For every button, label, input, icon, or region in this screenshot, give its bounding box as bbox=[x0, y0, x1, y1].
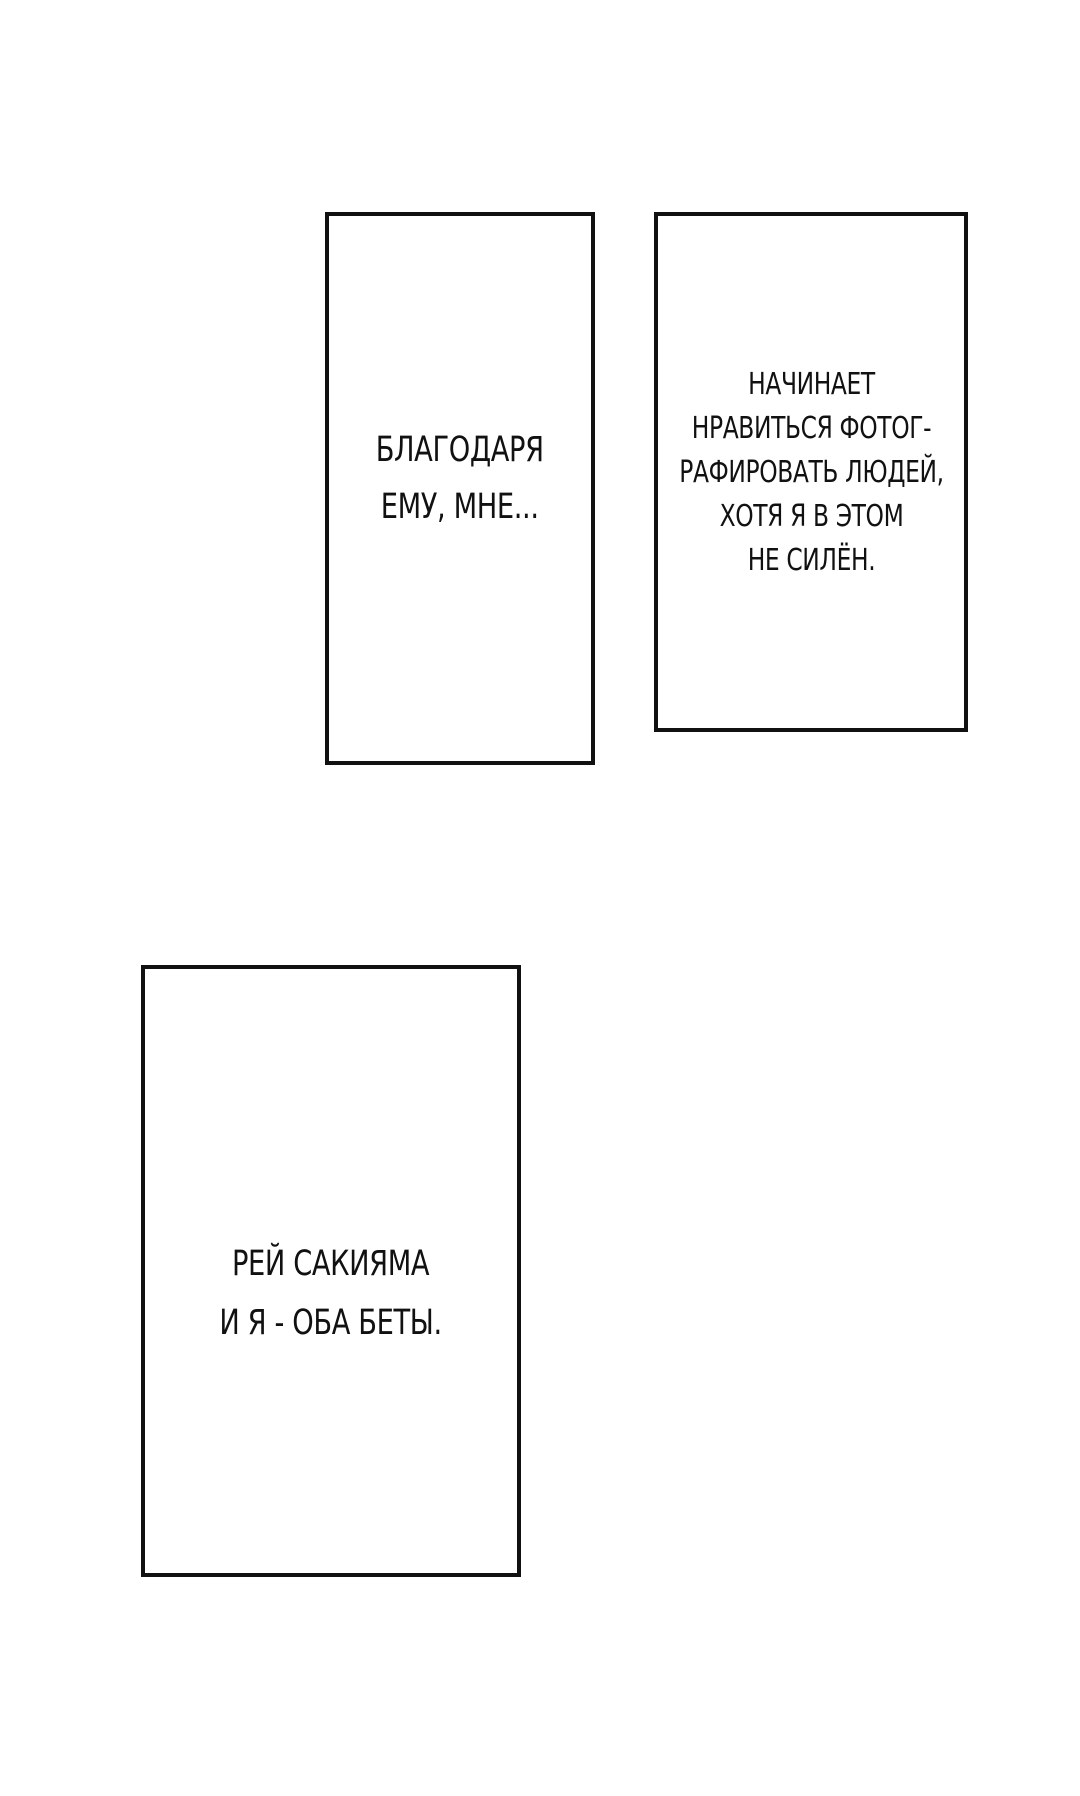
caption-line: и я - оба беты. bbox=[219, 1303, 443, 1343]
caption-line: хотя я в этом bbox=[719, 499, 903, 534]
caption-line: нравиться фотог- bbox=[691, 411, 931, 446]
narration-caption-1: Благодаря ему, мне... bbox=[376, 422, 544, 536]
comic-panel-2: начинает нравиться фотог- рафировать люд… bbox=[654, 212, 968, 732]
narration-caption-3: Рей Сакияма и я - оба беты. bbox=[219, 1235, 443, 1353]
caption-line: рафировать людей, bbox=[678, 455, 944, 490]
comic-panel-3: Рей Сакияма и я - оба беты. bbox=[141, 965, 521, 1577]
caption-line: начинает bbox=[747, 367, 875, 402]
caption-line: не силён. bbox=[747, 543, 875, 578]
caption-line: Благодаря bbox=[375, 430, 544, 470]
caption-line: ему, мне... bbox=[381, 487, 539, 527]
narration-caption-2: начинает нравиться фотог- рафировать люд… bbox=[678, 363, 944, 583]
caption-line: Рей Сакияма bbox=[232, 1244, 430, 1284]
comic-panel-1: Благодаря ему, мне... bbox=[325, 212, 595, 765]
